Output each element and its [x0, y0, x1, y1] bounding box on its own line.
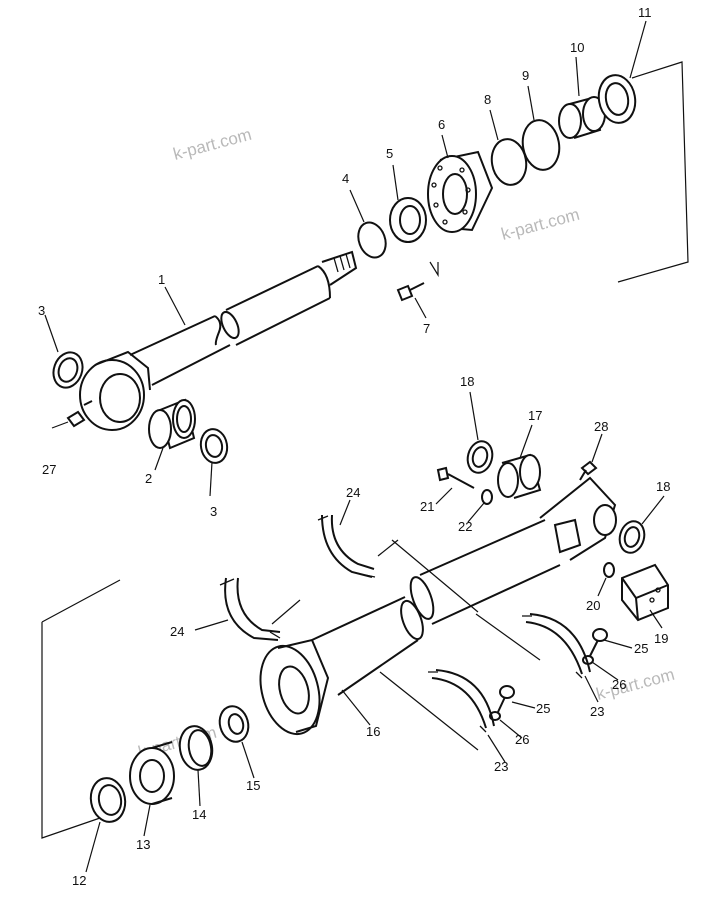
callout-5: 5	[386, 146, 393, 161]
snap-ring-4	[357, 221, 387, 259]
callout-15: 15	[246, 778, 260, 793]
bushing-2	[148, 398, 196, 450]
callout-18: 18	[460, 374, 474, 389]
callout-11: 11	[638, 5, 652, 20]
callout-25: 25	[536, 701, 550, 716]
dust-seal-3b	[199, 428, 229, 464]
ring-12	[89, 777, 127, 823]
band-24-upper	[317, 514, 376, 578]
callout-19: 19	[654, 631, 668, 646]
watermark: k-part.com	[594, 665, 676, 704]
grease-fitting-28	[579, 460, 598, 481]
piston-rod	[129, 250, 358, 386]
dust-seal-3a	[52, 351, 84, 389]
callout-27: 27	[42, 462, 56, 477]
callout-23: 23	[494, 759, 508, 774]
bolt-25-right	[589, 628, 608, 657]
bushing-10	[558, 96, 606, 139]
callout-22: 22	[458, 519, 472, 534]
grease-fitting-27	[66, 400, 93, 428]
bolt-21	[436, 466, 475, 489]
cylinder-head-6	[427, 150, 494, 233]
callout-12: 12	[72, 873, 86, 888]
bearing-11	[597, 74, 637, 124]
watermark: k-part.com	[499, 205, 581, 244]
callout-14: 14	[192, 807, 206, 822]
dust-seal-18b	[618, 520, 646, 554]
callout-20: 20	[586, 598, 600, 613]
callout-21: 21	[420, 499, 434, 514]
callout-3: 3	[210, 504, 217, 519]
callout-24: 24	[170, 624, 184, 639]
block-19	[621, 563, 669, 622]
callout-26: 26	[612, 677, 626, 692]
callout-10: 10	[570, 40, 584, 55]
callout-24: 24	[346, 485, 360, 500]
callout-6: 6	[438, 117, 445, 132]
callout-23: 23	[590, 704, 604, 719]
dust-seal-18a	[466, 440, 494, 474]
callout-26: 26	[515, 732, 529, 747]
callout-7: 7	[423, 321, 430, 336]
cylinder-tube-16	[259, 519, 561, 736]
washer-22	[481, 489, 493, 505]
callout-18: 18	[656, 479, 670, 494]
callout-17: 17	[528, 408, 542, 423]
band-23-right	[522, 613, 591, 679]
washer-26-right	[582, 655, 594, 665]
callout-8: 8	[484, 92, 491, 107]
band-24-lower	[219, 577, 281, 641]
band-23-lower	[428, 669, 495, 733]
rod-eye	[79, 350, 151, 431]
callout-4: 4	[342, 171, 349, 186]
bushing-17	[497, 453, 542, 499]
callout-25: 25	[634, 641, 648, 656]
callout-2: 2	[145, 471, 152, 486]
bearing-5	[389, 197, 427, 243]
callout-16: 16	[366, 724, 380, 739]
bolt-25-lower	[497, 685, 515, 713]
washer-26-lower	[489, 711, 501, 721]
callout-3: 3	[38, 303, 45, 318]
callout-28: 28	[594, 419, 608, 434]
o-ring-8	[490, 138, 528, 186]
nut-15	[218, 705, 250, 743]
cylinder-clevis	[539, 476, 617, 561]
callout-9: 9	[522, 68, 529, 83]
watermark: k-part.com	[171, 125, 253, 164]
backup-ring-9	[521, 119, 561, 171]
bolt-7	[396, 282, 425, 302]
callout-13: 13	[136, 837, 150, 852]
callout-1: 1	[158, 272, 165, 287]
piston-13	[129, 741, 175, 805]
o-ring-20	[603, 562, 615, 578]
wear-ring-14	[178, 725, 214, 771]
